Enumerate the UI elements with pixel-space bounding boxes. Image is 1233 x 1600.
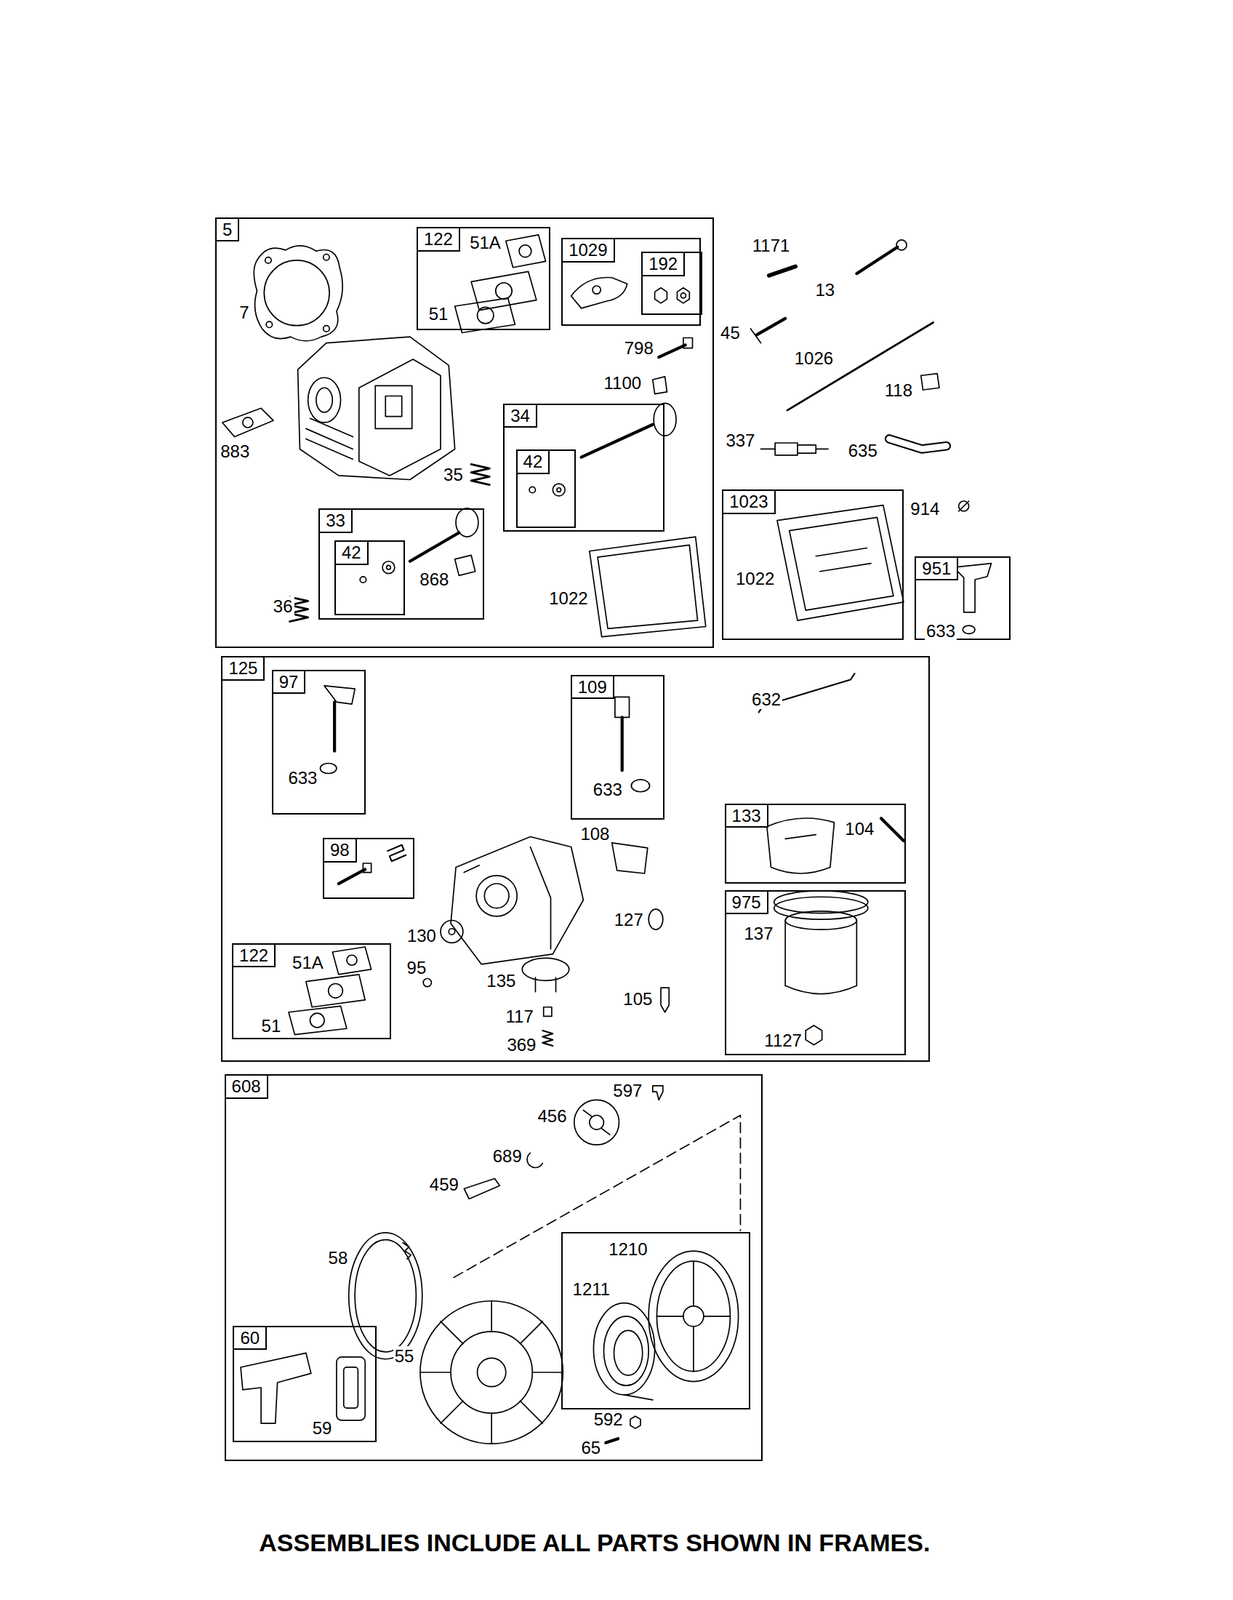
callout-number: 868 — [418, 569, 451, 590]
callout-number: 635 — [846, 440, 879, 461]
callout-number: 1171 — [750, 235, 792, 256]
assembly-number: 1029 — [562, 239, 615, 263]
assembly-number: 34 — [504, 404, 538, 429]
assembly-frame: 1023 1022 — [721, 489, 904, 640]
callout-number: 798 — [623, 338, 656, 359]
assembly-number: 109 — [572, 676, 615, 700]
callout-number: 7 — [237, 302, 251, 323]
callout-number: 1026 — [793, 348, 835, 369]
callout-number: 51A — [290, 952, 325, 973]
assembly-frame: 1029 192 — [561, 237, 701, 326]
assembly-number: 122 — [418, 228, 461, 252]
assembly-frame: 125 632 108 130 127 95 135 105 117 369 97 633 109 633… — [221, 655, 930, 1062]
assembly-number: 125 — [222, 657, 265, 681]
assembly-number: 33 — [319, 509, 353, 533]
assembly-frame: 1210 1211 — [561, 1231, 751, 1409]
assembly-frame: 192 — [641, 251, 703, 315]
callout-number: 689 — [491, 1145, 524, 1167]
assembly-frame: 122 51A 51 — [416, 226, 551, 331]
assembly-number: 192 — [642, 252, 685, 277]
callout-number: 51A — [468, 232, 503, 253]
callout-number: 459 — [428, 1174, 461, 1195]
callout-number: 337 — [724, 430, 757, 451]
callout-number: 104 — [843, 818, 876, 839]
callout-number: 137 — [742, 923, 775, 944]
assembly-frame: 97 633 — [271, 669, 366, 815]
callout-number: 117 — [503, 1006, 535, 1027]
assembly-frame: 122 51A 51 — [231, 942, 392, 1039]
assembly-frame: 5788335367981100102212251A51102919234423… — [215, 217, 714, 648]
callout-number: 1022 — [547, 588, 589, 609]
callout-number: 1211 — [571, 1278, 613, 1300]
callout-number: 55 — [393, 1345, 416, 1367]
callout-number: 127 — [612, 909, 645, 930]
callout-number: 592 — [592, 1408, 625, 1430]
callout-number: 632 — [750, 689, 783, 710]
callout-number: 369 — [505, 1034, 538, 1055]
callout-number: 135 — [484, 970, 517, 991]
callout-number: 597 — [611, 1080, 644, 1101]
assembly-number: 133 — [726, 804, 769, 829]
assembly-number: 951 — [916, 557, 959, 581]
assembly-number: 60 — [234, 1326, 267, 1351]
assembly-number: 5 — [216, 218, 240, 243]
callout-number: 59 — [311, 1417, 334, 1439]
callout-number: 65 — [579, 1437, 602, 1458]
assembly-frame: 109 633 — [570, 674, 665, 820]
assembly-frame: 133 104 — [724, 803, 907, 885]
assembly-frame: 42 — [334, 540, 405, 615]
assembly-frame: 42 — [516, 449, 577, 528]
callout-number: 633 — [924, 620, 957, 642]
assembly-frame: 98 — [322, 837, 415, 899]
assembly-frame: 951 633 — [914, 556, 1011, 640]
callout-number: 1210 — [607, 1238, 649, 1260]
assembly-number: 122 — [233, 944, 276, 968]
callout-number: 51 — [427, 303, 451, 325]
assembly-number: 97 — [273, 671, 307, 695]
assembly-number: 975 — [726, 891, 769, 915]
assembly-number: 1023 — [723, 490, 775, 514]
callout-number: 914 — [908, 498, 941, 520]
assembly-frame: 34 42 — [503, 403, 665, 533]
callout-number: 633 — [286, 767, 319, 789]
assembly-number: 98 — [324, 838, 357, 863]
callout-number: 130 — [405, 925, 438, 946]
assembly-frame: 33 868 42 — [318, 508, 484, 620]
callout-number: 58 — [327, 1247, 350, 1268]
callout-number: 1127 — [762, 1030, 804, 1051]
assembly-frame: 975 137 1127 — [724, 889, 907, 1055]
callout-number: 45 — [719, 322, 742, 344]
callout-number: 13 — [814, 279, 837, 301]
callout-number: 36 — [271, 596, 295, 617]
callout-number: 118 — [883, 380, 914, 401]
callout-number: 51 — [260, 1015, 283, 1036]
callout-number: 456 — [535, 1105, 568, 1127]
assembly-number: 608 — [226, 1075, 269, 1099]
assembly-number: 42 — [335, 541, 369, 565]
assembly-frame: 60 59 — [232, 1325, 377, 1442]
callout-number: 633 — [591, 779, 624, 800]
callout-number: 95 — [405, 957, 429, 978]
callout-number: 1022 — [734, 568, 776, 589]
callout-number: 108 — [578, 823, 611, 845]
callout-number: 1100 — [601, 372, 643, 394]
callout-number: 105 — [621, 988, 654, 1010]
callout-number: 35 — [442, 464, 465, 485]
assembly-number: 42 — [517, 450, 551, 475]
assembly-frame: 608 597 456 689 459 58 55 592 65 1210 1211 60 59 — [224, 1073, 764, 1461]
caption: ASSEMBLIES INCLUDE ALL PARTS SHOWN IN FR… — [255, 1528, 933, 1557]
callout-number: 883 — [218, 441, 251, 462]
